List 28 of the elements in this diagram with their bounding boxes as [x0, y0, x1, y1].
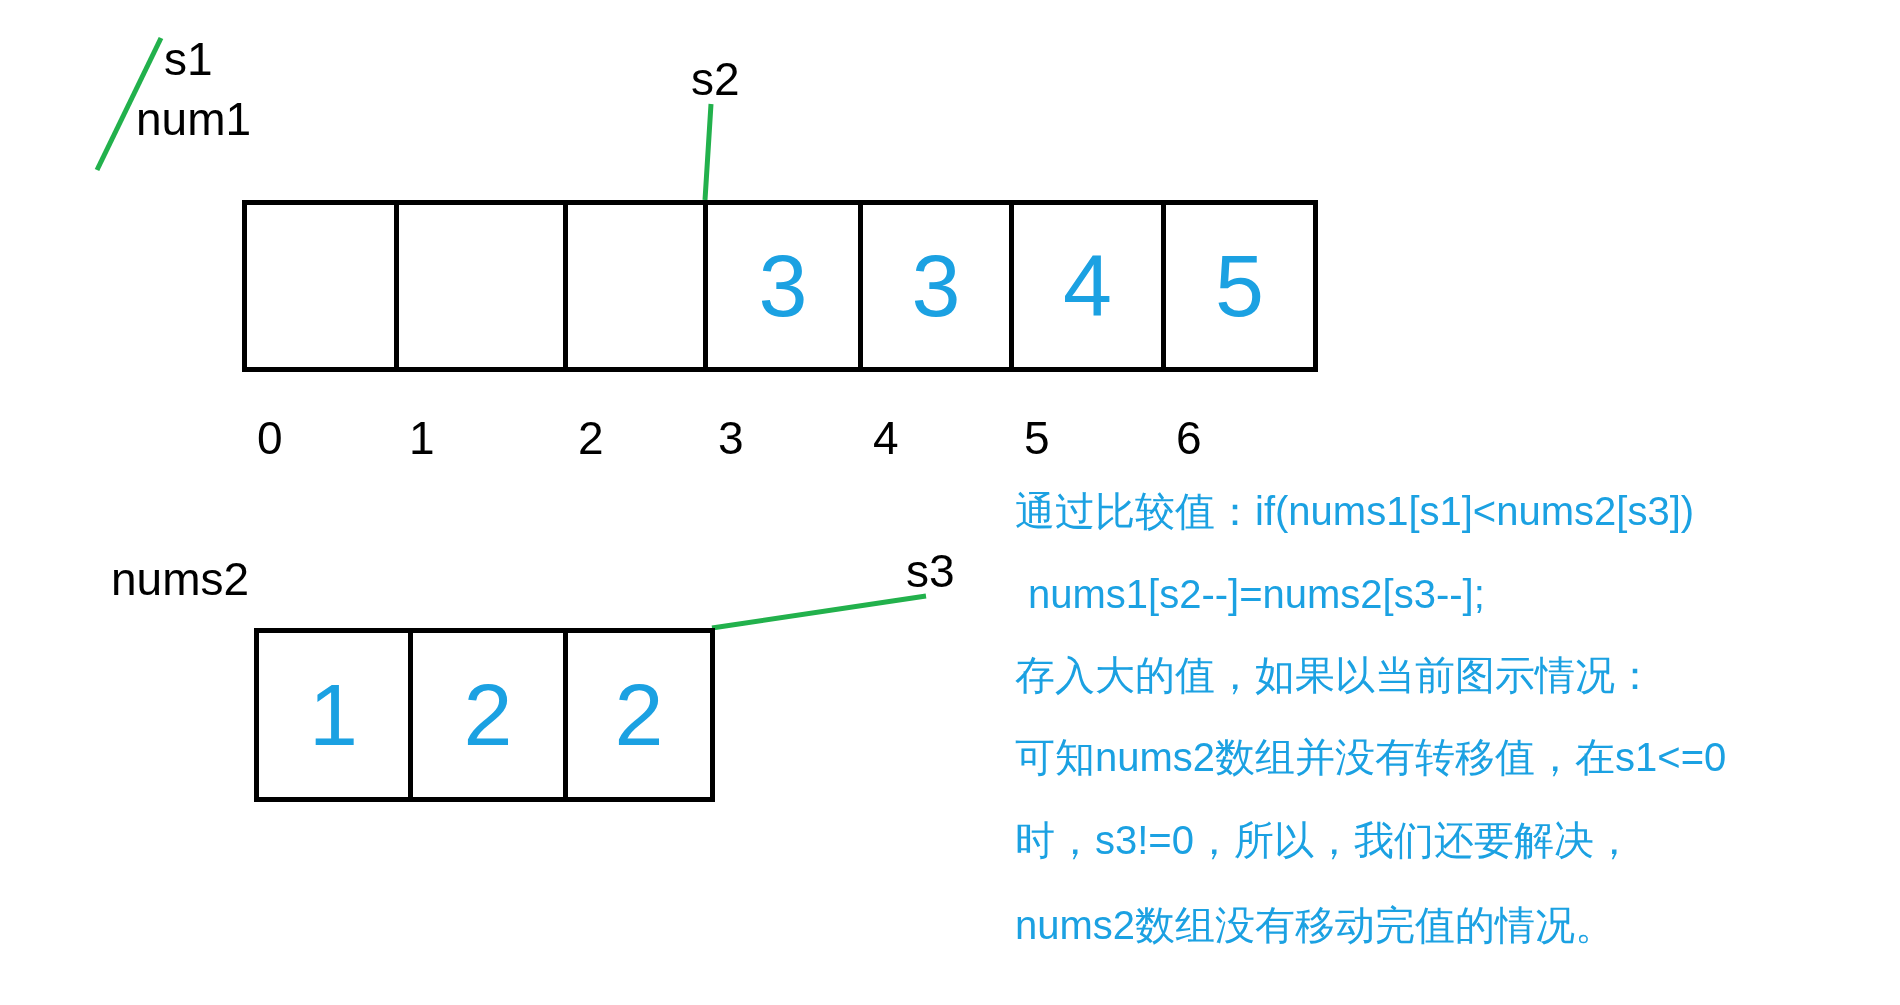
note-text: nums1[s2--]=nums2[s3--];: [1028, 574, 1485, 614]
leader-line: [702, 103, 714, 201]
note-text: 时，s3!=0，所以，我们还要解决，: [1015, 820, 1634, 860]
cell-value: 5: [1214, 242, 1265, 330]
index-number: 0: [257, 415, 283, 461]
index-number: 6: [1176, 415, 1202, 461]
index-number: 4: [873, 415, 899, 461]
leader-line: [94, 36, 164, 172]
pointer-label: s1: [164, 36, 213, 82]
array-name: num1: [136, 96, 252, 142]
cell-value: 2: [462, 671, 514, 759]
pointer-label: s3: [906, 548, 955, 594]
cell-value: 2: [613, 671, 665, 759]
cell-value: 1: [308, 671, 359, 759]
cell-value: 4: [1062, 242, 1113, 330]
array-name: nums2: [111, 556, 250, 602]
note-text: 存入大的值，如果以当前图示情况：: [1015, 655, 1655, 695]
cell-value: 3: [910, 242, 962, 330]
index-number: 1: [409, 415, 435, 461]
note-text: 通过比较值：if(nums1[s1]<nums2[s3]): [1015, 491, 1695, 531]
index-number: 5: [1024, 415, 1050, 461]
pointer-label: s2: [691, 56, 740, 102]
index-number: 2: [578, 415, 604, 461]
note-text: 可知nums2数组并没有转移值，在s1<=0: [1015, 737, 1727, 777]
index-number: 3: [718, 415, 744, 461]
cell-value: 3: [757, 242, 809, 330]
leader-line: [711, 593, 927, 631]
note-text: nums2数组没有移动完值的情况。: [1015, 905, 1616, 945]
